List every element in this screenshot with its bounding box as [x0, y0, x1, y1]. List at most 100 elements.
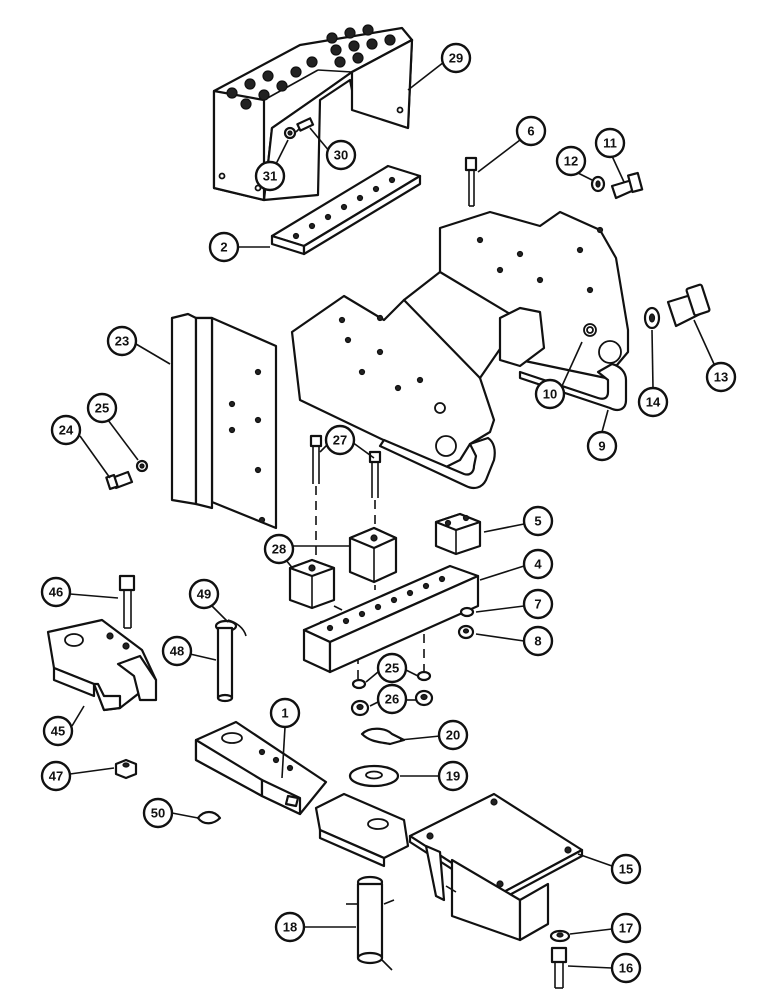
callout-circle [263, 533, 295, 565]
callout-circle [522, 625, 554, 657]
callout-number: 10 [543, 387, 557, 402]
callout-number: 25 [385, 661, 399, 676]
part-9-hitch-frame [290, 210, 630, 490]
callout-number: 13 [714, 370, 728, 385]
callout-circle [50, 414, 82, 446]
part-7-washer [459, 606, 475, 618]
callout-circle [42, 715, 74, 747]
callout-29: 29 [440, 42, 472, 74]
callout-circle [40, 576, 72, 608]
part-14-washer [643, 306, 661, 330]
part-15-box [408, 792, 584, 942]
callout-31: 31 [254, 160, 286, 192]
part-30-screw [295, 117, 315, 133]
part-5-block [434, 512, 482, 556]
callout-16: 16 [610, 952, 642, 984]
part-28-blocks [288, 526, 398, 610]
part-12-washer [590, 175, 606, 193]
callout-number: 27 [333, 433, 347, 448]
part-11-bolt [610, 171, 644, 200]
callout-number: 6 [527, 124, 534, 139]
callout-11: 11 [594, 127, 626, 159]
callout-circle [106, 325, 138, 357]
callout-circle [522, 588, 554, 620]
callout-number: 14 [646, 395, 661, 410]
part-27-bolts [309, 434, 382, 498]
callout-circle [440, 42, 472, 74]
callout-49: 49 [188, 578, 220, 610]
callout-28: 28 [263, 533, 295, 565]
callout-48: 48 [161, 635, 193, 667]
leader-lines [69, 61, 715, 969]
callout-2: 2 [208, 231, 240, 263]
callout-15: 15 [610, 853, 642, 885]
part-8-nut [457, 624, 475, 640]
callout-number: 28 [272, 542, 286, 557]
part-24-bolt [105, 470, 134, 491]
callout-circle [376, 652, 408, 684]
callout-17: 17 [610, 912, 642, 944]
callout-circle [586, 430, 618, 462]
callout-circle [437, 719, 469, 751]
callout-19: 19 [437, 760, 469, 792]
callout-number: 26 [385, 692, 399, 707]
callout-circle [437, 760, 469, 792]
callout-circle [86, 392, 118, 424]
callout-circle [161, 635, 193, 667]
callout-circle [555, 145, 587, 177]
callout-8: 8 [522, 625, 554, 657]
part-6-bolt [464, 156, 478, 207]
callout-45: 45 [42, 715, 74, 747]
callout-13: 13 [705, 361, 737, 393]
cover-holes [226, 24, 396, 110]
callout-number: 20 [446, 728, 460, 743]
callout-9: 9 [586, 430, 618, 462]
callout-number: 25 [95, 401, 109, 416]
part-13-bolt [666, 283, 711, 328]
callout-number: 12 [564, 154, 578, 169]
callout-46: 46 [40, 576, 72, 608]
callout-14: 14 [637, 386, 669, 418]
part-20-clip [360, 727, 406, 746]
part-25-nut-left [135, 459, 149, 473]
part-19-washer [348, 764, 400, 788]
callout-20: 20 [437, 719, 469, 751]
callout-circle [254, 160, 286, 192]
callout-circle [522, 505, 554, 537]
callout-circle [705, 361, 737, 393]
part-45-bracket [46, 618, 158, 712]
part-29-cover [212, 24, 414, 202]
callout-circle [40, 760, 72, 792]
part-48-pin [214, 619, 238, 703]
callout-number: 48 [170, 644, 184, 659]
callout-number: 4 [534, 557, 542, 572]
callout-18: 18 [274, 911, 306, 943]
callout-circle [610, 912, 642, 944]
callout-circle [142, 797, 174, 829]
callout-number: 19 [446, 769, 460, 784]
callout-10: 10 [534, 378, 566, 410]
callout-circle [188, 578, 220, 610]
part-23-channel [170, 312, 278, 530]
callout-number: 31 [263, 169, 277, 184]
callout-number: 46 [49, 585, 63, 600]
callout-circle [534, 378, 566, 410]
callout-24: 24 [50, 414, 82, 446]
callout-7: 7 [522, 588, 554, 620]
part-50-clip [196, 810, 222, 825]
callout-circle [325, 139, 357, 171]
callout-number: 8 [534, 634, 541, 649]
callout-25: 25 [376, 652, 408, 684]
callout-circle [208, 231, 240, 263]
callout-47: 47 [40, 760, 72, 792]
callout-number: 47 [49, 769, 63, 784]
part-46-bolt [118, 574, 136, 629]
part-26-nuts [350, 689, 434, 717]
callout-circle [269, 697, 301, 729]
part-17-washer [549, 929, 571, 943]
part-4-bar [302, 564, 480, 674]
callout-5: 5 [522, 505, 554, 537]
callout-circle [324, 424, 356, 456]
callout-circle [610, 853, 642, 885]
